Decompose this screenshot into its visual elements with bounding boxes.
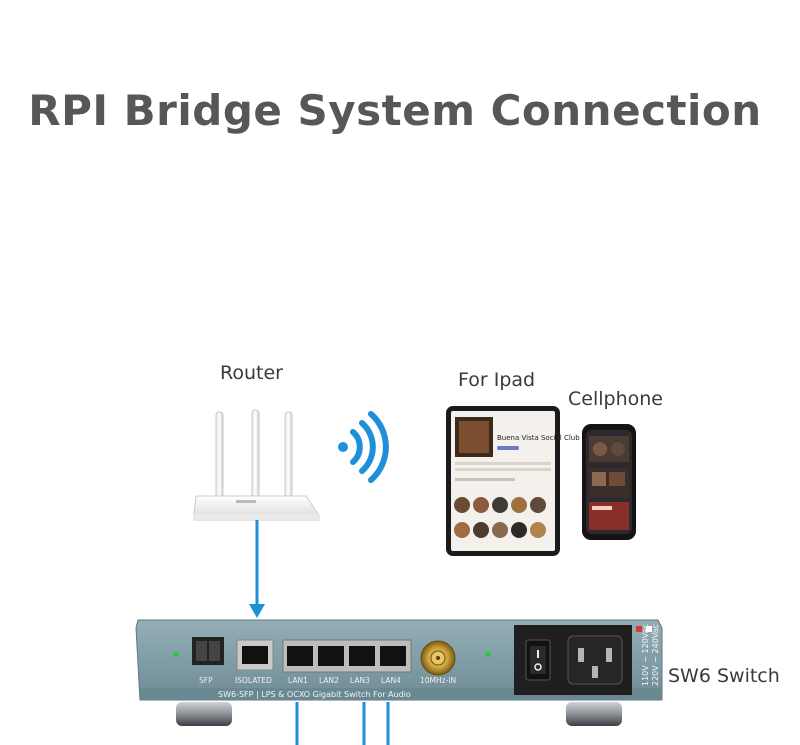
port-label-lan2: LAN2 bbox=[319, 676, 339, 685]
voltage-label-1: 110V ~ 120Vac bbox=[641, 624, 650, 686]
port-label-sfp: SFP bbox=[199, 676, 213, 685]
power-switch-icon bbox=[525, 639, 551, 681]
cellphone-label: Cellphone bbox=[568, 388, 663, 410]
lan-ports bbox=[282, 639, 412, 673]
power-module bbox=[514, 625, 632, 695]
page-title: RPI Bridge System Connection bbox=[28, 86, 762, 135]
port-label-lan4: LAN4 bbox=[381, 676, 401, 685]
ipad-album-title: Buena Vista Social Club bbox=[497, 434, 580, 442]
sw6-switch: SFP ISOLATED LAN1 LAN2 LAN3 LAN4 10MHz-I… bbox=[135, 619, 663, 726]
cellphone-icon bbox=[582, 424, 636, 540]
lan-cables bbox=[295, 702, 390, 745]
ipad-icon: Buena Vista Social Club bbox=[446, 406, 580, 556]
router-cable bbox=[249, 520, 265, 618]
wifi-icon bbox=[338, 411, 389, 483]
sfp-port bbox=[192, 637, 224, 665]
isolated-port bbox=[236, 639, 274, 671]
port-label-lan1: LAN1 bbox=[288, 676, 308, 685]
ipad-label: For Ipad bbox=[458, 369, 536, 391]
switch-model-text: SW6-SFP | LPS & OCXO Gigabit Switch For … bbox=[218, 690, 411, 699]
bnc-connector bbox=[420, 640, 456, 676]
port-label-lan3: LAN3 bbox=[350, 676, 370, 685]
router-label: Router bbox=[220, 362, 283, 384]
port-label-isolated: ISOLATED bbox=[235, 676, 272, 685]
router-icon bbox=[193, 409, 321, 521]
switch-label: SW6 Switch bbox=[668, 665, 780, 687]
port-label-10mhz: 10MHz-IN bbox=[420, 676, 456, 685]
voltage-label-2: 220V ~ 240Vac bbox=[651, 624, 660, 686]
